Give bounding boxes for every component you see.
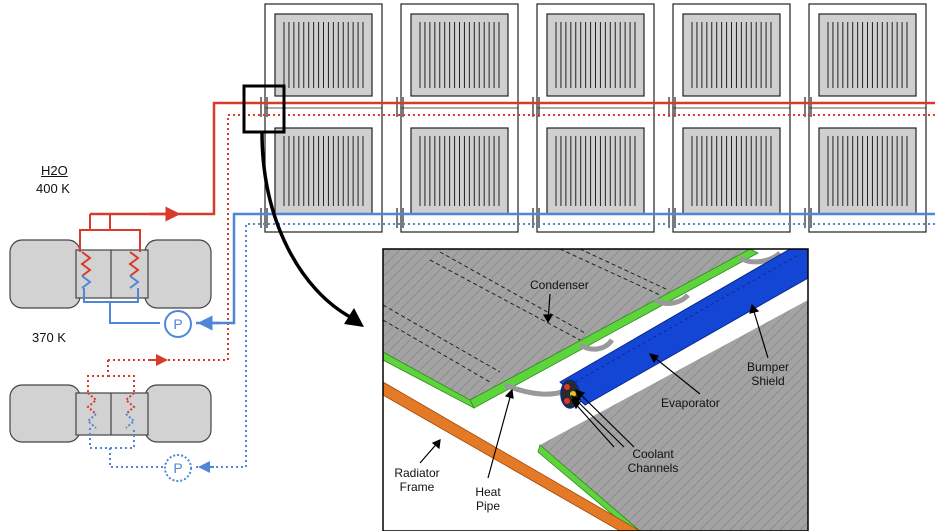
hot-supply-line bbox=[90, 101, 935, 222]
bumper-shield-label: Bumper Shield bbox=[738, 360, 798, 388]
power-unit-active bbox=[9, 214, 212, 324]
bumper-line1: Bumper bbox=[746, 360, 790, 374]
inset-detail-view bbox=[383, 249, 808, 531]
cold-return-line-dotted bbox=[196, 223, 935, 473]
heat-pipe-line1: Heat bbox=[475, 485, 501, 499]
inset-border bbox=[382, 248, 809, 531]
hot-temperature-label: 400 K bbox=[36, 181, 70, 196]
cold-return-line bbox=[196, 212, 935, 331]
hot-supply-line-dotted bbox=[227, 114, 935, 360]
radiator-line2: Frame bbox=[399, 480, 435, 494]
condenser-label: Condenser bbox=[530, 278, 589, 292]
inset-leaders bbox=[419, 293, 769, 479]
evaporator-label: Evaporator bbox=[661, 396, 720, 410]
pump-label-standby: P bbox=[173, 460, 182, 476]
radiator-panel-array bbox=[260, 3, 927, 233]
bumper-line2: Shield bbox=[751, 374, 785, 388]
cold-temperature-label: 370 K bbox=[32, 330, 66, 345]
coolant-line2: Channels bbox=[627, 461, 679, 475]
pump-active bbox=[164, 310, 192, 338]
zoom-region-box bbox=[242, 84, 286, 134]
pump-label: P bbox=[173, 316, 182, 332]
zoom-arrowhead bbox=[344, 308, 364, 327]
pump-standby bbox=[164, 454, 192, 482]
fluid-label: H2O bbox=[41, 163, 68, 178]
power-unit-standby bbox=[9, 354, 228, 468]
heat-pipe-label: Heat Pipe bbox=[466, 485, 510, 513]
zoom-arrow bbox=[260, 131, 353, 320]
coolant-channels-label: Coolant Channels bbox=[618, 447, 688, 475]
radiator-frame-label: Radiator Frame bbox=[385, 466, 449, 494]
radiator-line1: Radiator bbox=[394, 466, 440, 480]
heat-pipe-line2: Pipe bbox=[475, 499, 501, 513]
coolant-line1: Coolant bbox=[632, 447, 674, 461]
